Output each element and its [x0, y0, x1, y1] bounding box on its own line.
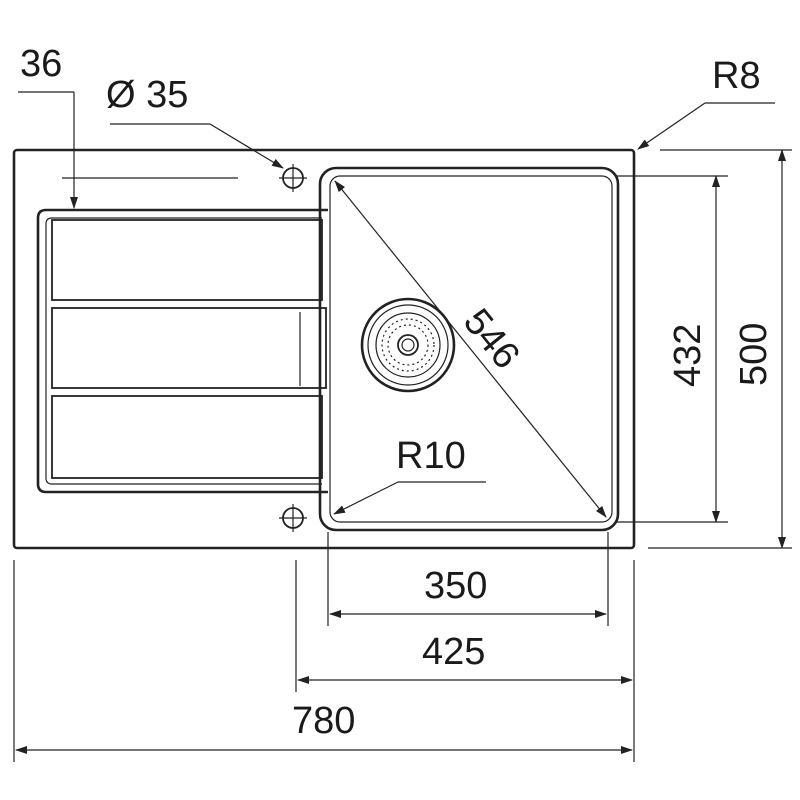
dim-overall-depth: 500	[648, 149, 792, 549]
dim-bowl-radius: R10	[333, 435, 486, 515]
dim-425-label: 425	[422, 631, 485, 673]
dim-tap-hole: Ø 35	[106, 74, 284, 169]
dim-outer-radius: R8	[637, 55, 775, 150]
dim-36-label: 36	[20, 43, 62, 85]
dim-overall-width: 780	[15, 700, 633, 754]
drainer-inner-outline	[45, 217, 322, 485]
dim-bowl-width: 350	[329, 565, 607, 618]
drainer	[36, 208, 328, 494]
drainer-groove-1	[51, 219, 323, 301]
drainer-outline	[36, 208, 328, 494]
dim-diameter-label: Ø 35	[106, 74, 188, 116]
dim-bowl-depth: 432	[616, 175, 728, 523]
dim-drainer-offset: 36	[18, 43, 238, 209]
dim-350-label: 350	[424, 565, 487, 607]
dim-780-label: 780	[292, 700, 355, 742]
sink-outline	[12, 148, 636, 550]
bowl	[318, 166, 620, 532]
tap-hole-bottom	[279, 504, 307, 532]
dim-r10-label: R10	[396, 435, 466, 477]
tap-hole-top	[279, 164, 307, 192]
drainer-groove-2	[51, 307, 327, 389]
sink-outer-frame	[12, 148, 636, 550]
bowl-outer	[318, 166, 620, 532]
dim-extension-lines	[13, 532, 635, 762]
dim-546-label: 546	[455, 301, 528, 377]
dim-bowl-section-width: 425	[297, 631, 633, 684]
dim-r8-label: R8	[712, 55, 761, 97]
bowl-inner	[329, 175, 613, 523]
dim-500-label: 500	[733, 323, 775, 386]
drain-strainer	[360, 297, 456, 393]
dim-432-label: 432	[667, 324, 709, 387]
drainer-groove-3	[51, 395, 323, 479]
